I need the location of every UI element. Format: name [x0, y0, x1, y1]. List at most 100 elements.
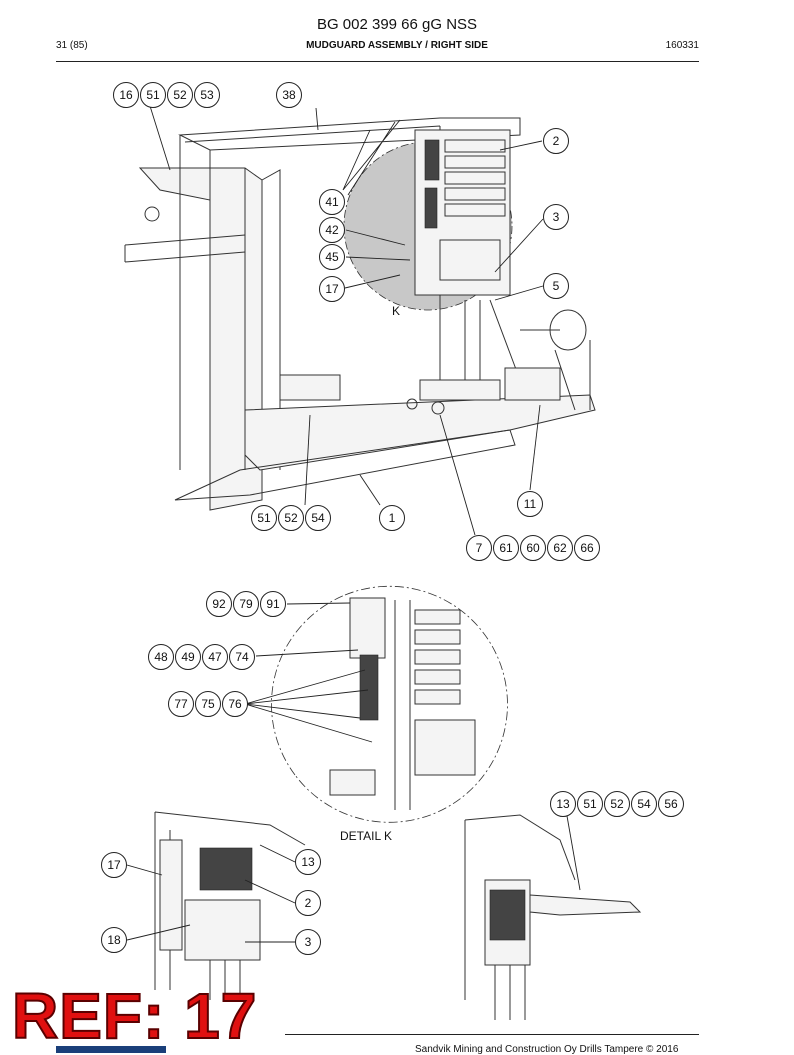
main-assembly-view — [124, 105, 596, 536]
balloon-41: 41 — [319, 189, 345, 215]
balloon-61: 61 — [493, 535, 519, 561]
balloon-62: 62 — [547, 535, 573, 561]
balloon-49: 49 — [175, 644, 201, 670]
balloon-17: 17 — [101, 852, 127, 878]
svg-text:52: 52 — [173, 88, 187, 102]
svg-text:54: 54 — [637, 797, 651, 811]
page-number: 31 (85) — [56, 40, 88, 51]
svg-text:52: 52 — [610, 797, 624, 811]
svg-text:2: 2 — [305, 896, 312, 910]
svg-text:11: 11 — [524, 497, 537, 511]
svg-text:45: 45 — [325, 250, 339, 264]
svg-text:91: 91 — [266, 597, 280, 611]
balloon-54: 54 — [305, 505, 331, 531]
balloon-42: 42 — [319, 217, 345, 243]
svg-text:1: 1 — [389, 511, 396, 525]
balloon-48: 48 — [148, 644, 174, 670]
balloon-2: 2 — [295, 890, 321, 916]
svg-text:75: 75 — [201, 697, 215, 711]
company-logo — [56, 1046, 166, 1053]
balloon-51: 51 — [251, 505, 277, 531]
balloon-79: 79 — [233, 591, 259, 617]
balloon-60: 60 — [520, 535, 546, 561]
balloons: 16 51 52 53 38 2 41 42 45 3 17 5 11 51 5… — [101, 82, 684, 955]
svg-text:2: 2 — [553, 134, 560, 148]
svg-text:49: 49 — [181, 650, 195, 664]
svg-text:53: 53 — [200, 88, 214, 102]
balloon-66: 66 — [574, 535, 600, 561]
balloon-38: 38 — [276, 82, 302, 108]
bottom-left-view — [126, 811, 306, 1000]
date-code: 160331 — [665, 40, 699, 51]
svg-text:51: 51 — [146, 88, 160, 102]
balloon-51: 51 — [140, 82, 166, 108]
balloon-52: 52 — [278, 505, 304, 531]
svg-text:66: 66 — [580, 541, 594, 555]
svg-text:17: 17 — [325, 282, 339, 296]
svg-text:52: 52 — [284, 511, 298, 525]
detail-k-view — [244, 585, 508, 823]
balloon-5: 5 — [543, 273, 569, 299]
balloon-52: 52 — [167, 82, 193, 108]
balloon-1: 1 — [379, 505, 405, 531]
svg-text:62: 62 — [553, 541, 567, 555]
svg-text:48: 48 — [154, 650, 168, 664]
svg-text:42: 42 — [325, 223, 339, 237]
svg-text:18: 18 — [107, 933, 121, 947]
svg-text:13: 13 — [556, 797, 570, 811]
view-k-label: K — [392, 304, 400, 318]
balloon-51: 51 — [577, 791, 603, 817]
balloon-92: 92 — [206, 591, 232, 617]
balloon-54: 54 — [631, 791, 657, 817]
balloon-3: 3 — [543, 204, 569, 230]
section-title: MUDGUARD ASSEMBLY / RIGHT SIDE — [306, 40, 488, 51]
svg-text:3: 3 — [305, 935, 312, 949]
svg-text:54: 54 — [311, 511, 325, 525]
svg-text:47: 47 — [208, 650, 222, 664]
svg-text:7: 7 — [476, 541, 483, 555]
balloon-17: 17 — [319, 276, 345, 302]
header-rule — [56, 61, 699, 62]
balloon-56: 56 — [658, 791, 684, 817]
svg-text:92: 92 — [212, 597, 226, 611]
balloon-13: 13 — [550, 791, 576, 817]
balloon-18: 18 — [101, 927, 127, 953]
svg-text:3: 3 — [553, 210, 560, 224]
balloon-2: 2 — [543, 128, 569, 154]
document-title: BG 002 399 66 gG NSS — [316, 16, 478, 33]
bottom-right-view — [464, 814, 642, 1020]
balloon-3: 3 — [295, 929, 321, 955]
balloon-53: 53 — [194, 82, 220, 108]
detail-k-label: DETAIL K — [340, 829, 392, 843]
svg-text:76: 76 — [228, 697, 242, 711]
svg-text:17: 17 — [107, 858, 121, 872]
balloon-13: 13 — [295, 849, 321, 875]
svg-text:77: 77 — [174, 697, 188, 711]
svg-text:16: 16 — [119, 88, 133, 102]
svg-text:74: 74 — [235, 650, 249, 664]
valve-stack — [424, 139, 506, 281]
svg-text:51: 51 — [257, 511, 271, 525]
footer-copyright: Sandvik Mining and Construction Oy Drill… — [415, 1044, 679, 1055]
balloon-76: 76 — [222, 691, 248, 717]
svg-text:61: 61 — [499, 541, 513, 555]
balloon-47: 47 — [202, 644, 228, 670]
balloon-91: 91 — [260, 591, 286, 617]
balloon-45: 45 — [319, 244, 345, 270]
svg-text:56: 56 — [664, 797, 678, 811]
svg-text:41: 41 — [325, 195, 339, 209]
balloon-74: 74 — [229, 644, 255, 670]
svg-text:13: 13 — [301, 855, 315, 869]
svg-text:38: 38 — [282, 88, 296, 102]
svg-text:60: 60 — [526, 541, 540, 555]
svg-text:51: 51 — [583, 797, 597, 811]
svg-text:5: 5 — [553, 279, 560, 293]
balloon-75: 75 — [195, 691, 221, 717]
svg-text:79: 79 — [239, 597, 253, 611]
balloon-77: 77 — [168, 691, 194, 717]
footer-rule — [285, 1034, 699, 1035]
balloon-11: 11 — [517, 491, 543, 517]
balloon-52: 52 — [604, 791, 630, 817]
ref-stamp: REF: 17 — [11, 980, 258, 1052]
